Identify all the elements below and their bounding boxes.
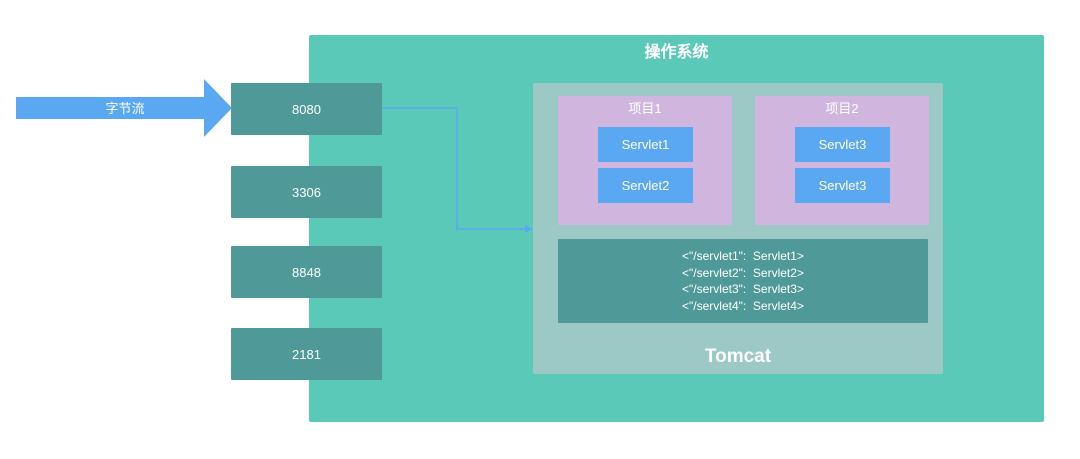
port-3306: 3306 [231, 166, 382, 218]
operating-system-title: 操作系统 [644, 44, 709, 61]
servlet-mapping-box: <"/servlet1": Servlet1> <"/servlet2": Se… [558, 239, 928, 323]
byte-stream-arrow [16, 79, 232, 137]
port-8080: 8080 [231, 83, 382, 135]
port-2181: 2181 [231, 328, 382, 380]
project-2-title: 项目2 [825, 101, 859, 116]
servlet-box: Servlet1 [598, 127, 693, 162]
servlet-box: Servlet3 [795, 127, 890, 162]
port-8848: 8848 [231, 246, 382, 298]
mapping-line: <"/servlet2": Servlet2> [682, 265, 804, 280]
mapping-line: <"/servlet4": Servlet4> [682, 298, 804, 313]
servlet-box: Servlet2 [598, 168, 693, 203]
tomcat-label: Tomcat [704, 346, 772, 367]
servlet-box: Servlet3 [795, 168, 890, 203]
mapping-line: <"/servlet3": Servlet3> [682, 282, 804, 296]
mapping-line: <"/servlet1": Servlet1> [682, 249, 804, 263]
byte-stream-label: 字节流 [105, 101, 145, 116]
project-1-title: 项目1 [628, 101, 662, 116]
